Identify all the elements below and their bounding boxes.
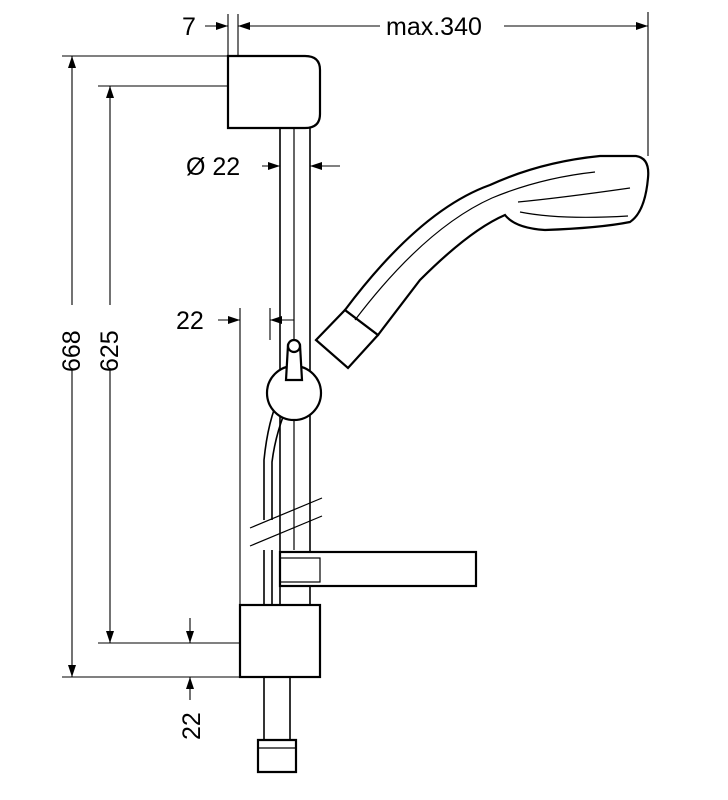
- hand-shower: [314, 154, 650, 370]
- hose-connector: [256, 677, 298, 774]
- slider-holder: [265, 338, 323, 422]
- dim-max-reach-label: max.340: [386, 13, 482, 41]
- dim-top-offset: 7: [182, 13, 239, 56]
- dim-bar-diameter-label: Ø 22: [186, 153, 240, 181]
- top-wall-bracket: [226, 54, 322, 130]
- soap-shelf: [278, 550, 478, 588]
- dim-bar-diameter: Ø 22: [186, 153, 340, 181]
- dim-mount-spacing-label: 625: [96, 330, 124, 372]
- dim-bottom-offset: 22: [178, 618, 206, 740]
- dim-max-reach: max.340: [238, 12, 649, 156]
- dim-bottom-offset-label: 22: [178, 712, 206, 740]
- break-lines: [249, 497, 323, 547]
- dim-holder-offset: 22: [176, 307, 294, 605]
- dim-total-height-label: 668: [58, 330, 86, 372]
- dim-total-height: 668: [58, 55, 240, 678]
- bottom-wall-bracket: [238, 603, 322, 679]
- dim-top-offset-label: 7: [182, 13, 196, 41]
- dim-mount-spacing: 625: [96, 85, 240, 644]
- dim-holder-offset-label: 22: [176, 307, 204, 335]
